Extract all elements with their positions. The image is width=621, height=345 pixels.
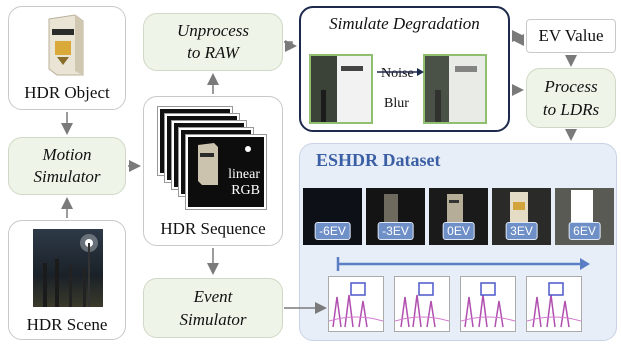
ev-thumb-2: -3EV	[366, 188, 425, 245]
simulate-degradation-box: Simulate Degradation Noise Blur	[299, 6, 510, 132]
event-frame-4	[526, 276, 582, 332]
ev-badge-5: 6EV	[568, 222, 601, 240]
noise-label: Noise	[381, 66, 414, 81]
linear-rgb-line2: RGB	[231, 183, 260, 198]
dataset-title: ESHDR Dataset	[316, 150, 441, 170]
degradation-input-image	[309, 54, 373, 124]
event-frame-2	[394, 276, 450, 332]
hdr-sequence-label: HDR Sequence	[160, 219, 266, 238]
unprocess-box: Unprocess to RAW	[143, 13, 283, 71]
event-frame-3	[460, 276, 516, 332]
blur-label: Blur	[384, 96, 409, 111]
unprocess-line1: Unprocess	[176, 21, 250, 40]
motion-simulator-line1: Motion	[42, 145, 92, 164]
ev-thumb-3: 0EV	[429, 188, 488, 245]
ev-badge-3: 0EV	[442, 222, 475, 240]
motion-simulator-box: Motion Simulator	[8, 137, 126, 195]
hdr-sequence-stack: linear RGB	[158, 107, 270, 209]
ev-badge-2: -3EV	[377, 222, 414, 240]
hdr-scene-label: HDR Scene	[26, 315, 108, 334]
ev-thumb-4: 3EV	[492, 188, 551, 245]
ev-range-arrow	[336, 257, 590, 271]
degradation-output-image	[423, 54, 487, 124]
event-simulator-line2: Simulator	[179, 310, 247, 329]
process-ldr-line2: to LDRs	[542, 100, 600, 119]
ev-value-box: EV Value	[526, 19, 616, 53]
eshdr-dataset-panel: ESHDR Dataset -6EV -3EV 0EV 3EV 6EV	[299, 143, 617, 341]
unprocess-line2: to RAW	[187, 43, 239, 62]
ev-badge-4: 3EV	[505, 222, 538, 240]
motion-simulator-line2: Simulator	[33, 167, 101, 186]
hdr-scene-box: HDR Scene	[8, 220, 126, 340]
ev-thumb-1: -6EV	[303, 188, 362, 245]
ev-value-label: EV Value	[538, 26, 604, 45]
degradation-title: Simulate Degradation	[329, 14, 480, 33]
hdr-object-box: HDR Object	[8, 6, 126, 110]
hdr-object-image	[45, 13, 87, 77]
event-frame-1	[328, 276, 384, 332]
event-simulator-line1: Event	[193, 287, 233, 306]
hdr-sequence-box: linear RGB HDR Sequence	[143, 96, 283, 246]
ev-thumb-5: 6EV	[555, 188, 614, 245]
hdr-scene-image	[33, 229, 103, 307]
linear-rgb-line1: linear	[228, 167, 260, 182]
hdr-object-label: HDR Object	[24, 83, 110, 102]
process-ldr-line1: Process	[544, 77, 598, 96]
process-ldr-box: Process to LDRs	[526, 68, 616, 128]
ev-badge-1: -6EV	[314, 222, 351, 240]
event-simulator-box: Event Simulator	[143, 278, 283, 338]
